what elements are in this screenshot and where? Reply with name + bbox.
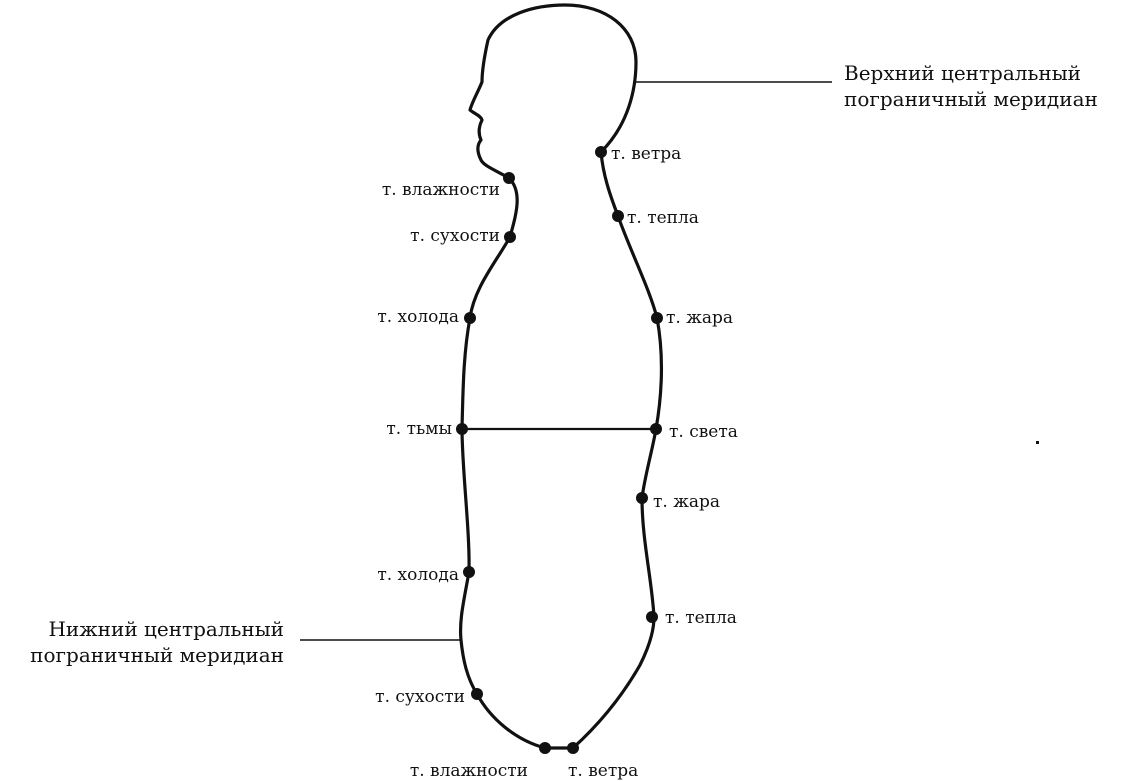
label-darkness: т. тьмы xyxy=(386,419,452,439)
label-heat-bottom: т. жара xyxy=(653,492,720,512)
label-heat-top: т. жара xyxy=(666,308,733,328)
label-moisture-bottom: т. влажности xyxy=(410,761,528,781)
point-heat-top xyxy=(651,312,663,324)
label-moisture-top: т. влажности xyxy=(382,180,500,200)
label-wind-bottom: т. ветра xyxy=(568,761,638,781)
point-light xyxy=(650,423,662,435)
point-wind-top xyxy=(595,146,607,158)
point-warmth-bottom xyxy=(646,611,658,623)
point-dryness-bottom xyxy=(471,688,483,700)
point-dryness-top xyxy=(504,231,516,243)
speck xyxy=(1036,441,1039,444)
body-outline xyxy=(461,5,662,748)
label-cold-bottom: т. холода xyxy=(377,565,459,585)
point-cold-bottom xyxy=(463,566,475,578)
point-moisture-top xyxy=(503,172,515,184)
label-wind-top: т. ветра xyxy=(611,144,681,164)
label-dryness-bottom: т. сухости xyxy=(375,687,465,707)
point-darkness xyxy=(456,423,468,435)
point-moisture-bottom xyxy=(539,742,551,754)
lower-meridian-label-line1: Нижний центральный xyxy=(48,617,284,641)
label-light: т. света xyxy=(669,422,738,442)
label-cold-top: т. холода xyxy=(377,307,459,327)
point-warmth-top xyxy=(612,210,624,222)
point-cold-top xyxy=(464,312,476,324)
label-warmth-bottom: т. тепла xyxy=(665,608,737,628)
lower-meridian-label-line2: пограничный меридиан xyxy=(30,643,284,667)
point-wind-bottom xyxy=(567,742,579,754)
upper-meridian-label-line2: пограничный меридиан xyxy=(844,87,1098,111)
upper-meridian-label-line1: Верхний центральный xyxy=(844,61,1081,85)
label-dryness-top: т. сухости xyxy=(410,226,500,246)
point-heat-bottom xyxy=(636,492,648,504)
label-warmth-top: т. тепла xyxy=(627,208,699,228)
